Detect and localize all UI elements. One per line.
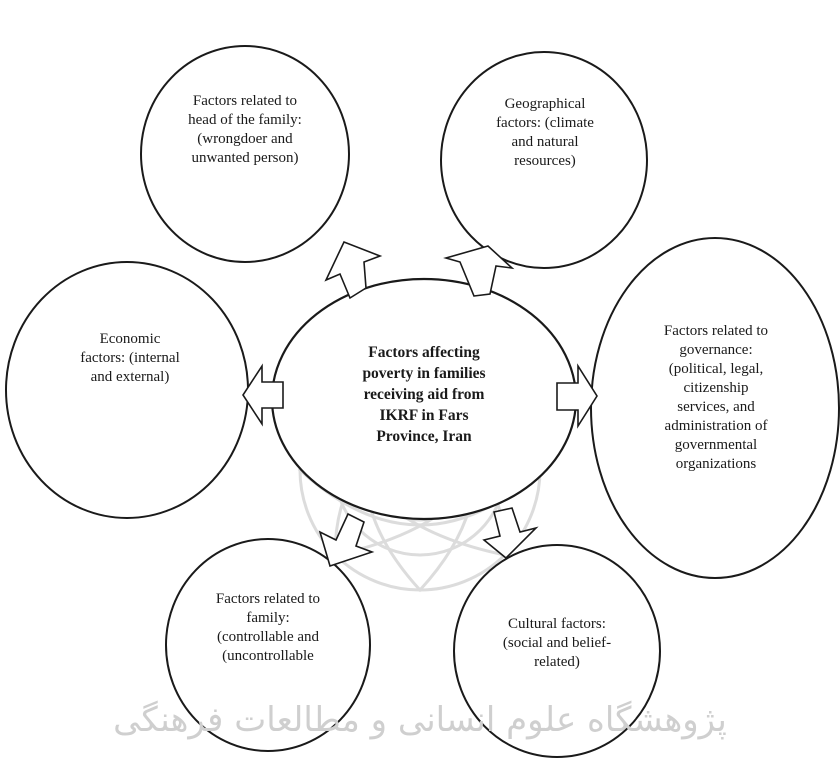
arrow-to-geographical <box>443 245 515 297</box>
text-line: (social and belief- <box>502 635 612 651</box>
text-line: family: <box>246 610 290 626</box>
text-line: unwanted person) <box>191 150 299 166</box>
text-line: Province, Iran <box>376 428 472 445</box>
text-line: Factors related to <box>215 591 321 607</box>
text-line: Cultural factors: <box>508 616 606 632</box>
text-line: Factors related to <box>663 323 769 339</box>
arrow-to-head-of-family <box>324 240 383 300</box>
text-line: Factors related to <box>192 93 298 109</box>
text-line: factors: (internal <box>80 350 180 366</box>
text-line: IKRF in Fars <box>379 407 469 424</box>
text-line: and external) <box>90 369 170 385</box>
arrow-to-governance <box>556 363 598 429</box>
node-family-label: Factors related to family: (controllable… <box>192 590 344 666</box>
arrow-to-economic <box>242 363 284 427</box>
text-line: Economic <box>99 331 161 347</box>
text-line: (political, legal, <box>668 361 764 377</box>
text-line: citizenship <box>683 380 749 396</box>
text-line: organizations <box>675 456 757 472</box>
text-line: Factors affecting <box>368 344 480 361</box>
text-line: (uncontrollable <box>222 648 314 664</box>
node-economic-label: Economic factors: (internal and external… <box>55 330 205 387</box>
text-line: governmental <box>674 437 758 453</box>
text-line: governance: <box>679 342 753 358</box>
node-economic-circle <box>5 261 249 519</box>
node-geographical-label: Geographical factors: (climate and natur… <box>470 95 620 171</box>
center-label: Factors affecting poverty in families re… <box>334 342 514 447</box>
node-cultural-circle <box>453 544 661 758</box>
text-line: factors: (climate <box>496 115 594 131</box>
watermark-text: پژوهشگاه علوم انسانی و مطالعات فرهنگی <box>113 700 727 740</box>
text-line: administration of <box>664 418 768 434</box>
text-line: receiving aid from <box>363 386 485 403</box>
text-line: related) <box>534 654 580 670</box>
text-line: (wrongdoer and <box>197 131 293 147</box>
node-head-of-family-label: Factors related to head of the family: (… <box>160 92 330 168</box>
node-cultural-label: Cultural factors: (social and belief- re… <box>482 615 632 672</box>
node-governance-circle <box>590 237 840 579</box>
node-family-circle <box>165 538 371 752</box>
text-line: resources) <box>514 153 576 169</box>
text-line: and natural <box>511 134 579 150</box>
text-line: poverty in families <box>362 365 486 382</box>
arrow-to-family <box>318 512 375 568</box>
text-line: services, and <box>677 399 755 415</box>
node-governance-label: Factors related to governance: (politica… <box>630 322 802 474</box>
text-line: head of the family: <box>188 112 302 128</box>
text-line: Geographical <box>504 96 586 112</box>
arrow-to-cultural <box>482 507 539 560</box>
node-geographical-circle <box>440 51 648 269</box>
node-head-of-family-circle <box>140 45 350 263</box>
text-line: (controllable and <box>216 629 320 645</box>
